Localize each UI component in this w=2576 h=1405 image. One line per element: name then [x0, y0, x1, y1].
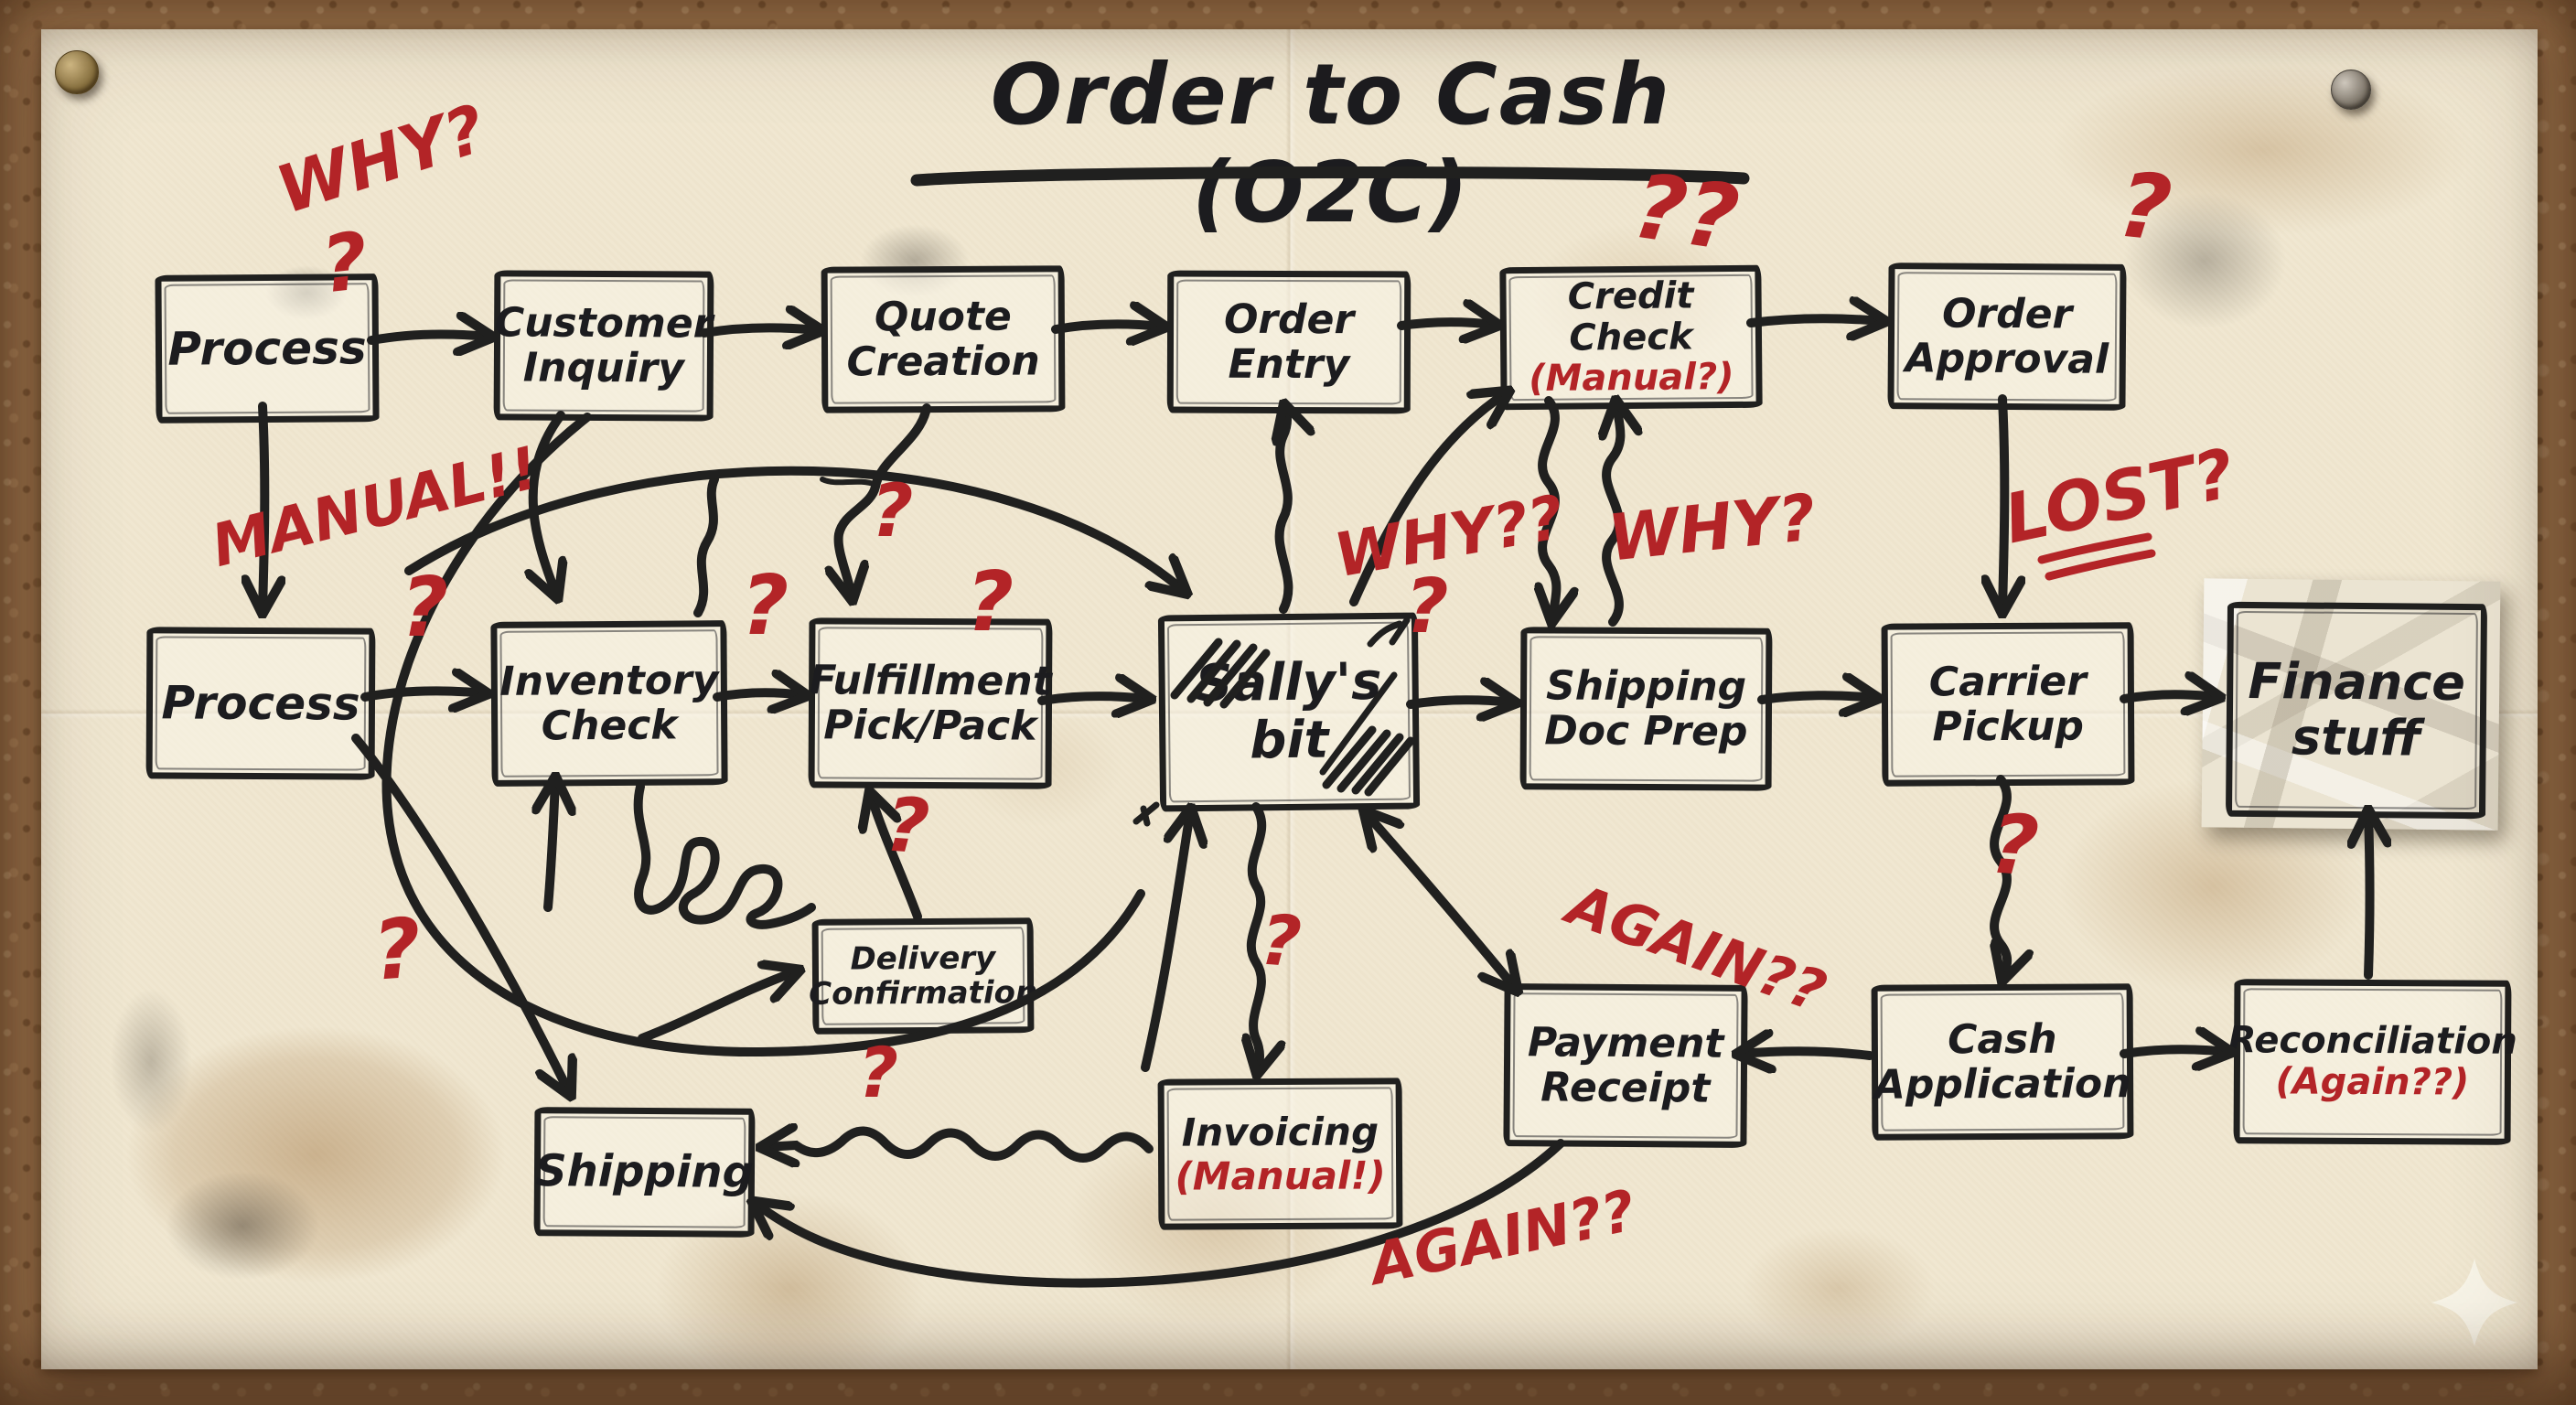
annotation-question: ? [1257, 898, 1304, 983]
node-label: Process [161, 676, 360, 731]
annotation-question: ? [317, 215, 372, 312]
node-inventory-check: Inventory Check [490, 620, 728, 787]
annotation-question: ? [966, 554, 1014, 650]
node-fulfillment-pick-pack: Fulfillment Pick/Pack [808, 617, 1053, 789]
node-label: Delivery Confirmation [809, 939, 1038, 1013]
node-quote-creation: Quote Creation [821, 265, 1066, 413]
node-customer-inquiry: Customer Inquiry [493, 270, 714, 422]
annotation-question: ? [370, 900, 424, 1000]
annotation-question: ? [858, 1032, 899, 1113]
annotation-double-question: ?? [1626, 154, 1745, 273]
annotation-question: ? [2113, 153, 2176, 263]
node-delivery-confirmation: Delivery Confirmation [809, 917, 1038, 1035]
node-label: Quote Creation [846, 293, 1040, 386]
node-shipping: Shipping [533, 1107, 756, 1238]
node-label: Customer Inquiry [494, 299, 714, 392]
node-process-mid: Process [145, 627, 376, 780]
node-label: Process [167, 321, 367, 376]
node-label: Payment Receipt [1527, 1018, 1724, 1112]
node-label: Carrier Pickup [1928, 658, 2088, 751]
node-label: Sally's bit [1195, 651, 1382, 770]
annotation-question: ? [882, 781, 932, 872]
pushpin-icon [2331, 70, 2371, 110]
node-shipping-doc-prep: Shipping Doc Prep [1519, 627, 1773, 791]
node-label: Fulfillment Pick/Pack [809, 657, 1052, 750]
page-title: Order to Cash (O2C) [990, 46, 1672, 241]
node-reconciliation: Reconciliation(Again??) [2227, 979, 2517, 1145]
node-label: Cash Application [1873, 1015, 2131, 1109]
node-label: Order Approval [1905, 290, 2109, 383]
node-sublabel: (Again??) [2275, 1060, 2470, 1104]
node-carrier-pickup: Carrier Pickup [1881, 622, 2135, 787]
annotation-question: ? [401, 560, 449, 656]
node-invoicing: Invoicing(Manual!) [1157, 1078, 1403, 1230]
node-cash-application: Cash Application [1871, 983, 2134, 1141]
node-credit-check: Credit Check(Manual?) [1499, 264, 1763, 411]
node-label: Shipping [534, 1144, 755, 1198]
node-order-entry: Order Entry [1166, 270, 1411, 414]
node-label: Order Entry [1223, 295, 1355, 389]
node-sallys-bit: Sally's bit [1157, 612, 1421, 812]
annotation-question: ? [1987, 796, 2042, 896]
node-sublabel: (Manual?) [1529, 356, 1734, 401]
node-label: Invoicing [1181, 1109, 1379, 1156]
node-payment-receipt: Payment Receipt [1503, 983, 1748, 1148]
annotation-question: ? [741, 558, 789, 654]
node-label: Finance stuff [2248, 651, 2466, 767]
node-sublabel: (Manual!) [1175, 1152, 1386, 1199]
node-label: Shipping Doc Prep [1544, 662, 1748, 756]
node-order-approval: Order Approval [1887, 263, 2127, 411]
node-label: Reconciliation [2227, 1019, 2517, 1064]
pushpin-icon [55, 50, 99, 94]
node-finance-stuff: Finance stuff [2225, 601, 2488, 820]
annotation-question: ? [1405, 563, 1449, 650]
annotation-question: ? [871, 468, 914, 553]
node-label: Credit Check [1567, 274, 1694, 359]
node-label: Inventory Check [499, 656, 719, 750]
